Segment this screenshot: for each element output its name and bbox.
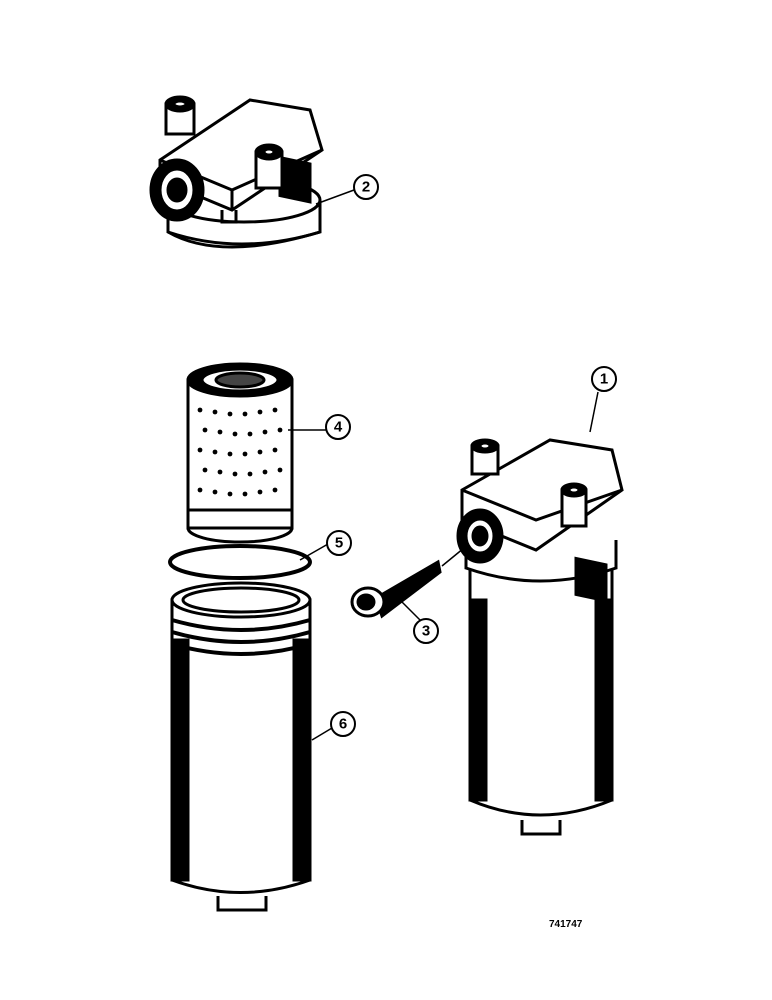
callout-5: 5 bbox=[326, 530, 352, 556]
leader-line-2 bbox=[315, 189, 355, 205]
callout-label-1: 1 bbox=[600, 371, 608, 388]
callout-label-3: 3 bbox=[422, 623, 430, 640]
callout-label-4: 4 bbox=[334, 419, 343, 436]
callout-label-2: 2 bbox=[362, 179, 370, 196]
callout-3: 3 bbox=[413, 618, 439, 644]
callout-label-6: 6 bbox=[339, 716, 347, 733]
callout-4: 4 bbox=[325, 414, 351, 440]
filter-element-part bbox=[186, 362, 294, 544]
assembled-filter-part bbox=[456, 438, 624, 836]
leader-line-5 bbox=[299, 543, 329, 561]
callout-label-5: 5 bbox=[335, 535, 343, 552]
leader-line-1 bbox=[589, 391, 599, 433]
callout-1: 1 bbox=[591, 366, 617, 392]
reference-number: 741747 bbox=[549, 919, 583, 930]
leader-line-3b bbox=[441, 547, 465, 567]
callout-leaders bbox=[288, 189, 599, 741]
drain-plug-part bbox=[350, 559, 442, 619]
o-ring-seal-part bbox=[168, 544, 312, 580]
filter-bowl-part bbox=[170, 581, 312, 912]
callout-6: 6 bbox=[330, 711, 356, 737]
callout-2: 2 bbox=[353, 174, 379, 200]
filter-head-part bbox=[149, 95, 324, 249]
leader-line-3 bbox=[401, 601, 421, 621]
leader-line-6 bbox=[311, 727, 333, 741]
